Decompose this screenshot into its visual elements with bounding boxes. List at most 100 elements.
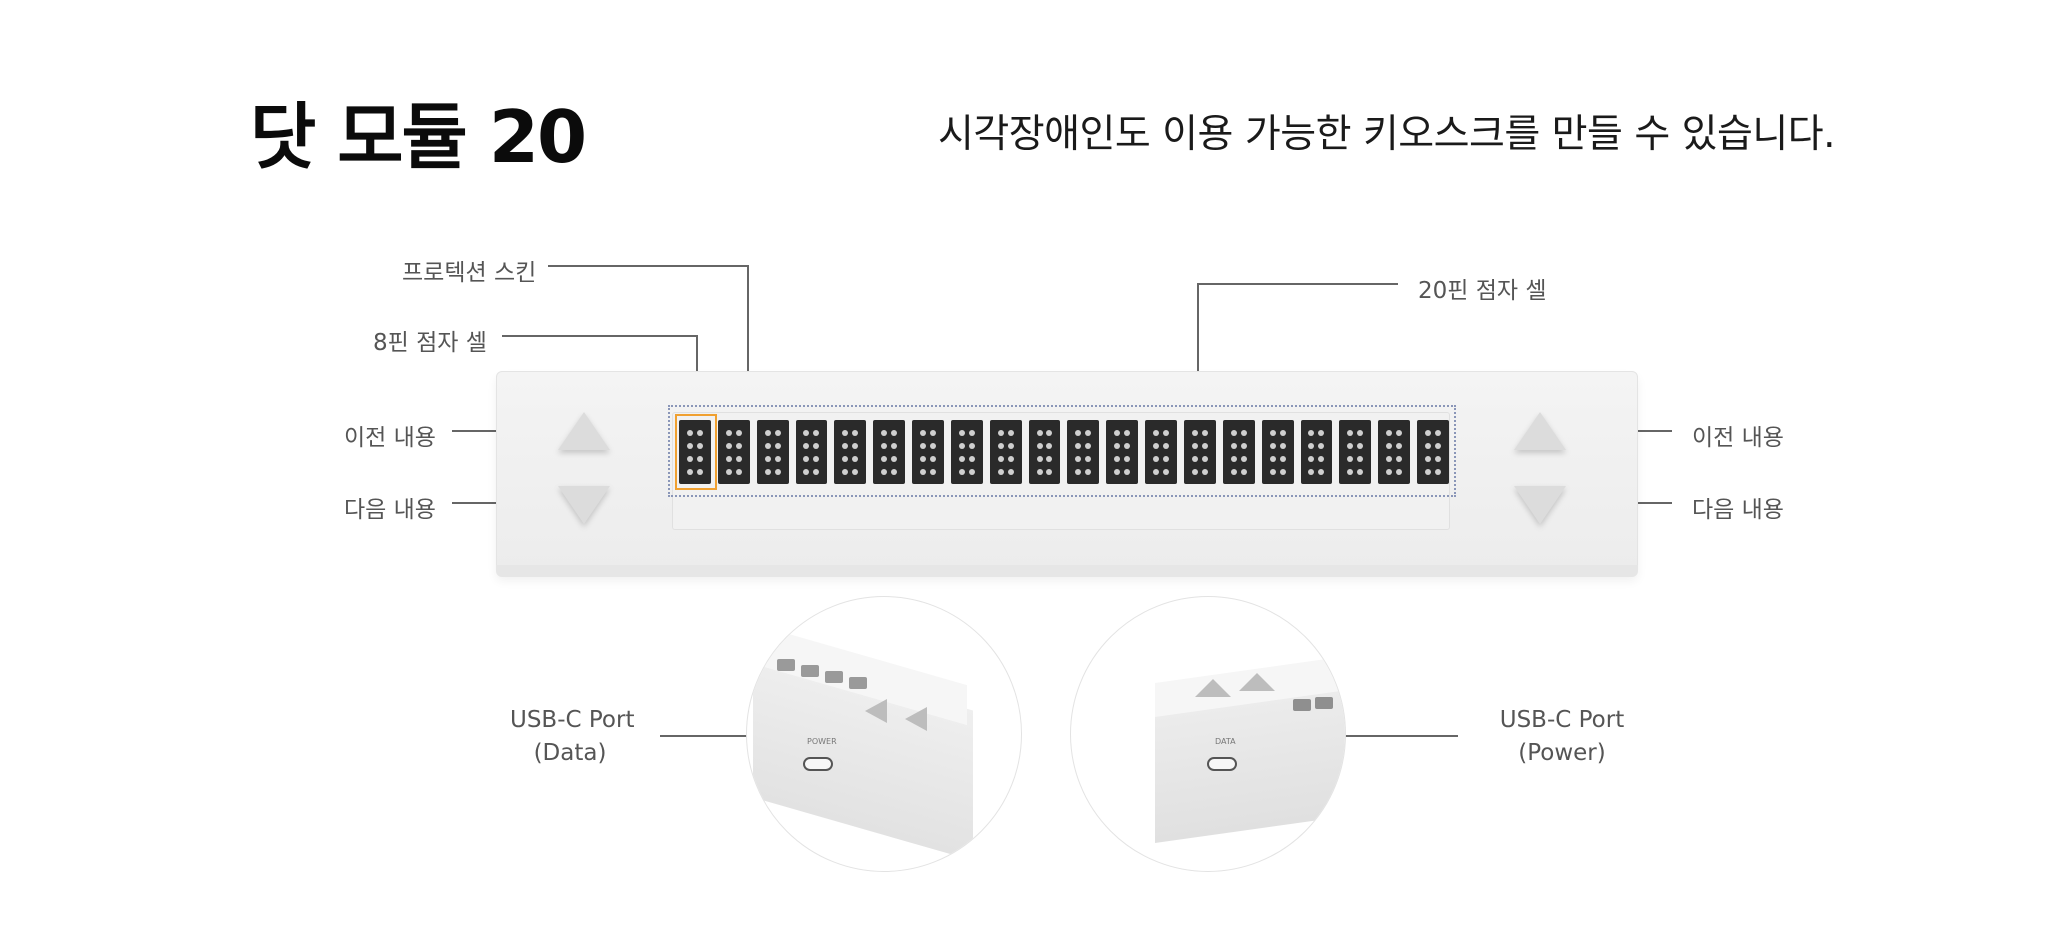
braille-pin <box>881 442 888 449</box>
braille-pin <box>1434 468 1441 475</box>
braille-pin <box>1318 455 1325 462</box>
next-right-label: 다음 내용 <box>1692 497 1784 523</box>
braille-pin <box>920 442 927 449</box>
braille-pin <box>1201 468 1208 475</box>
mini-cell <box>801 665 819 677</box>
braille-pin <box>813 468 820 475</box>
braille-pin <box>1308 442 1315 449</box>
braille-pin <box>686 429 693 436</box>
braille-pin <box>1308 468 1315 475</box>
braille-pin <box>1396 455 1403 462</box>
usb-power-label-line1: USB-C Port <box>1499 707 1625 733</box>
braille-pin <box>696 468 703 475</box>
braille-pin <box>764 442 771 449</box>
braille-pin <box>891 429 898 436</box>
prev-button-right[interactable] <box>1512 404 1568 458</box>
braille-pin <box>813 429 820 436</box>
braille-pin <box>842 442 849 449</box>
braille-pin <box>1434 429 1441 436</box>
braille-pin <box>842 455 849 462</box>
braille-pin <box>1347 442 1354 449</box>
braille-pin <box>1240 429 1247 436</box>
braille-cell <box>1067 420 1100 484</box>
braille-cell <box>717 420 750 484</box>
usb-power-detail-circle: DATA <box>1070 596 1346 872</box>
braille-pin <box>1036 429 1043 436</box>
braille-cell <box>1300 420 1333 484</box>
braille-pin <box>1386 455 1393 462</box>
arrow-left-icon <box>905 707 927 731</box>
braille-pin <box>1424 442 1431 449</box>
braille-pin <box>1434 442 1441 449</box>
braille-cell-row <box>679 420 1449 484</box>
braille-pin <box>1007 468 1014 475</box>
braille-pin <box>1036 455 1043 462</box>
braille-pin <box>686 468 693 475</box>
braille-pin <box>735 455 742 462</box>
braille-pin <box>735 468 742 475</box>
braille-pin <box>920 429 927 436</box>
cell-8pin-label: 8핀 점자 셀 <box>373 330 487 356</box>
braille-pin <box>1007 455 1014 462</box>
protection-skin-label: 프로텍션 스킨 <box>402 260 537 286</box>
braille-pin <box>1318 468 1325 475</box>
braille-cell <box>679 420 711 484</box>
braille-pin <box>1191 442 1198 449</box>
braille-pin <box>1075 442 1082 449</box>
braille-pin <box>920 455 927 462</box>
next-button-left[interactable] <box>556 478 612 532</box>
braille-pin <box>1386 429 1393 436</box>
prev-left-label: 이전 내용 <box>344 425 436 451</box>
braille-pin <box>920 468 927 475</box>
braille-pin <box>735 429 742 436</box>
next-button-right[interactable] <box>1512 478 1568 532</box>
braille-pin <box>1357 455 1364 462</box>
braille-pin <box>1163 455 1169 462</box>
arrow-up-icon <box>1514 412 1566 450</box>
braille-pin <box>852 429 859 436</box>
braille-pin <box>929 429 936 436</box>
braille-pin <box>1424 429 1431 436</box>
next-left-label: 다음 내용 <box>344 497 436 523</box>
braille-pin <box>1230 468 1237 475</box>
braille-pin <box>1201 442 1208 449</box>
braille-pin <box>1347 468 1354 475</box>
braille-pin <box>1163 442 1169 449</box>
braille-cell <box>950 420 983 484</box>
braille-pin <box>1046 429 1053 436</box>
braille-pin <box>968 442 975 449</box>
braille-pin <box>997 442 1004 449</box>
port-data-text: DATA <box>1215 737 1236 746</box>
braille-pin <box>958 429 965 436</box>
braille-pin <box>852 455 859 462</box>
braille-pin <box>696 429 703 436</box>
braille-pin <box>1153 468 1160 475</box>
braille-pin <box>1279 429 1286 436</box>
usb-data-detail-circle: POWER <box>746 596 1022 872</box>
cell-20pin-label: 20핀 점자 셀 <box>1418 278 1547 304</box>
mini-cell <box>825 671 843 683</box>
braille-pin <box>1269 455 1276 462</box>
braille-pin <box>1308 455 1315 462</box>
prev-button-left[interactable] <box>556 404 612 458</box>
braille-pin <box>1085 429 1092 436</box>
braille-pin <box>803 429 810 436</box>
braille-cell <box>912 420 944 484</box>
port-power-text: POWER <box>807 737 837 746</box>
arrow-down-icon <box>558 486 610 524</box>
braille-pin <box>1357 468 1364 475</box>
braille-pin <box>1114 468 1121 475</box>
braille-pin <box>803 468 810 475</box>
braille-pin <box>1075 455 1082 462</box>
braille-pin <box>696 442 703 449</box>
braille-pin <box>1230 455 1237 462</box>
braille-pin <box>1201 429 1208 436</box>
cell-8pin-highlight <box>675 414 717 490</box>
cell-20pin-highlight <box>668 405 1456 497</box>
braille-pin <box>1085 455 1092 462</box>
protection-skin-leader <box>548 265 749 385</box>
braille-pin <box>1085 442 1092 449</box>
braille-pin <box>686 442 693 449</box>
braille-cell <box>834 420 867 484</box>
braille-cell <box>1028 420 1061 484</box>
